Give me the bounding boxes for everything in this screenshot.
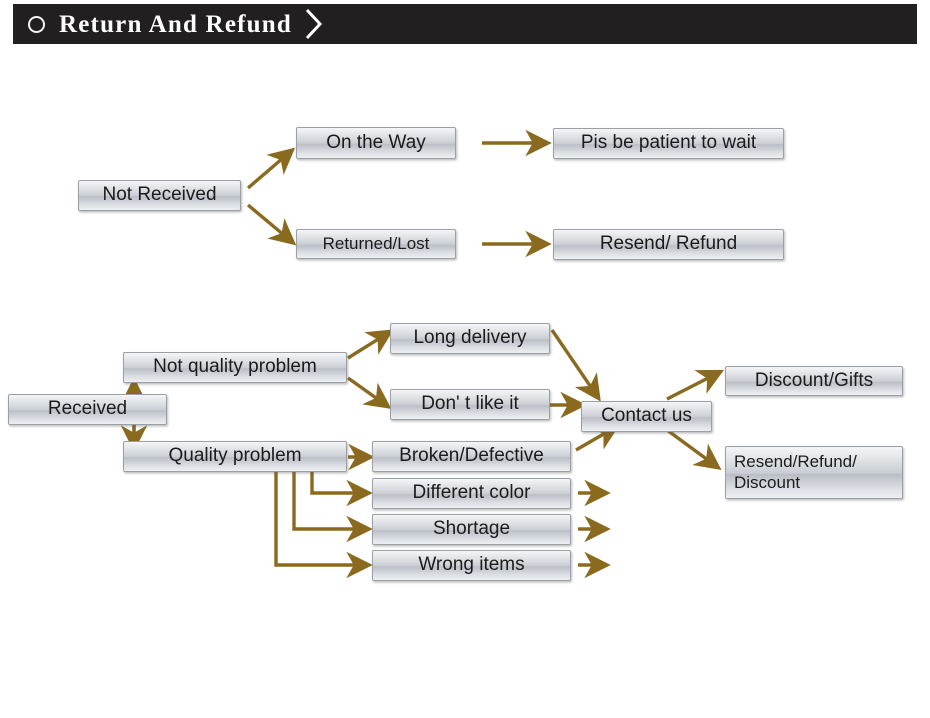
node-resend-refund[interactable]: Resend/ Refund	[553, 229, 784, 260]
node-received[interactable]: Received	[8, 394, 167, 425]
node-discount-gifts[interactable]: Discount/Gifts	[725, 366, 903, 396]
arrow-contactus-resendrefunddiscount	[665, 428, 722, 471]
node-not-quality-problem[interactable]: Not quality problem	[123, 352, 347, 383]
node-not-received[interactable]: Not Received	[78, 180, 241, 211]
node-long-delivery[interactable]: Long delivery	[390, 323, 550, 354]
node-broken-defective[interactable]: Broken/Defective	[372, 441, 571, 472]
page-title: Return And Refund	[59, 10, 292, 38]
outcome-line-2: Discount	[734, 472, 801, 492]
outcome-line-1: Resend/Refund/	[734, 452, 857, 471]
circle-outline-icon	[28, 15, 45, 33]
node-wrong-items[interactable]: Wrong items	[372, 550, 571, 581]
arrow-quality-shortage	[292, 471, 373, 543]
node-on-the-way[interactable]: On the Way	[296, 127, 456, 159]
arrow-contactus-discountgifts	[666, 369, 725, 401]
arrow-notreceived-returnedlost	[246, 203, 297, 246]
arrow-quality-wrongitems	[274, 471, 373, 579]
node-different-color[interactable]: Different color	[372, 478, 571, 509]
node-resend-refund-discount[interactable]: Resend/Refund/ Discount	[725, 446, 903, 499]
node-dont-like-it[interactable]: Don' t like it	[390, 389, 550, 420]
node-returned-lost[interactable]: Returned/Lost	[296, 229, 456, 259]
arrow-longdelivery-contactus	[550, 329, 601, 402]
arrow-notquality-dontlike	[347, 376, 392, 409]
arrow-notreceived-ontheway	[246, 147, 296, 190]
arrow-notquality-longdelivery	[347, 329, 394, 360]
node-contact-us[interactable]: Contact us	[581, 401, 712, 432]
page-header: Return And Refund	[13, 4, 917, 44]
node-shortage[interactable]: Shortage	[372, 514, 571, 545]
node-pls-be-patient[interactable]: Pis be patient to wait	[553, 128, 784, 159]
arrow-quality-differentcolor	[310, 471, 373, 507]
node-quality-problem[interactable]: Quality problem	[123, 441, 347, 472]
chevron-right-icon	[304, 7, 324, 41]
